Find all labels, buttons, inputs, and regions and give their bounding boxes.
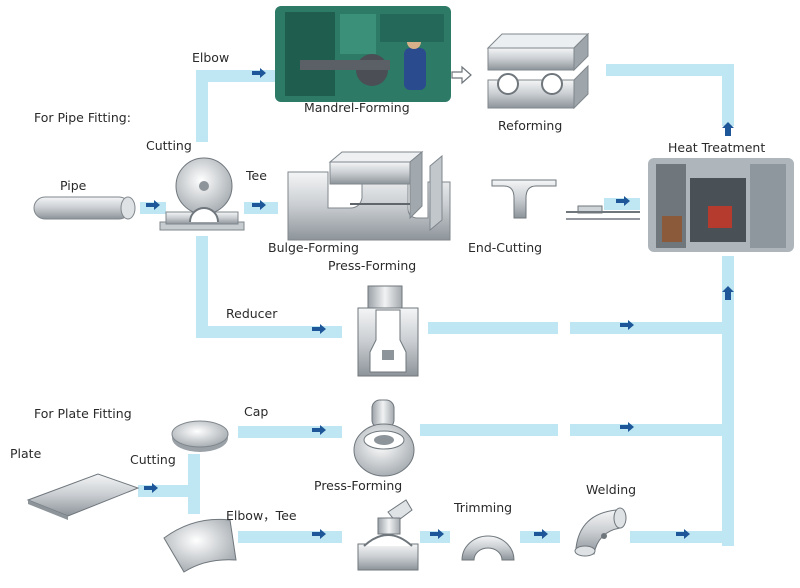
cap-disc	[171, 420, 229, 452]
pipe-fitting-heading: For Pipe Fitting:	[34, 110, 131, 125]
trimmed-elbow	[461, 535, 515, 561]
flow-arrows	[144, 65, 734, 539]
flow-line-reducer-out-a	[428, 322, 558, 334]
pipe-illustration	[33, 196, 136, 220]
arrow-up-icon	[722, 286, 734, 300]
arrow-right-icon	[312, 324, 326, 334]
plate-label: Plate	[10, 446, 42, 461]
cap-press-die	[353, 399, 415, 477]
flow-line-trim-out	[520, 531, 560, 543]
flow-line-cutting-down	[196, 236, 208, 338]
arrow-right-icon	[252, 200, 266, 210]
flow-line-cap-in	[238, 426, 342, 438]
mandrel-forming-photo	[275, 6, 451, 102]
heat-treatment-label: Heat Treatment	[668, 140, 766, 155]
heat-treatment-photo	[648, 158, 794, 252]
arrow-right-icon	[616, 196, 630, 206]
flow-line-endcut-out	[604, 198, 640, 210]
arrow-right-icon	[312, 529, 326, 539]
pipe-cutting-machine	[159, 157, 245, 231]
trimming-label: Trimming	[454, 500, 513, 515]
arrow-right-icon	[676, 529, 690, 539]
welding-label: Welding	[586, 482, 637, 497]
elbow-tee-label: Elbow，Tee	[226, 508, 297, 523]
bulge-forming-die	[287, 150, 451, 241]
flow-line-cap-out-b	[570, 424, 728, 436]
tee-label: Tee	[246, 168, 267, 183]
arrow-right-icon	[146, 200, 160, 210]
flow-line-reducer-out-b	[570, 322, 728, 334]
flow-line-cutting-up	[196, 72, 208, 142]
arrow-right-icon	[430, 529, 444, 539]
flow-line-elbow-top	[196, 70, 278, 82]
arrow-right-icon	[534, 529, 548, 539]
plate-sheet	[26, 473, 140, 520]
bulge-forming-label: Bulge-Forming	[268, 240, 359, 255]
reducer-label: Reducer	[226, 306, 278, 321]
flow-line-reforming-out	[606, 64, 728, 76]
flow-line-elbow-tee	[238, 531, 342, 543]
mandrel-forming-label: Mandrel-Forming	[304, 100, 410, 115]
flow-line-reducer-in	[196, 326, 342, 338]
arrow-right-icon	[312, 425, 326, 435]
press-forming-cap-label: Press-Forming	[314, 478, 403, 493]
reforming-label: Reforming	[498, 118, 563, 133]
flow-line-heat-drop	[722, 64, 734, 126]
plate-cut-segment	[163, 518, 237, 573]
plate-fitting-heading: For Plate Fitting	[34, 406, 132, 421]
plate-cutting-label: Cutting	[130, 452, 176, 467]
arrow-right-icon	[252, 68, 266, 78]
pipe-cutting-label: Cutting	[146, 138, 192, 153]
flow-line-main-vertical	[722, 256, 734, 546]
flow-line-plate-split	[188, 454, 200, 514]
cap-label: Cap	[244, 404, 269, 419]
flow-line-cap-out-a	[420, 424, 558, 436]
arrow-down-icon	[722, 122, 734, 136]
press-forming-reducer-label: Press-Forming	[328, 258, 417, 273]
arrow-right-icon	[144, 483, 158, 493]
arrow-right-icon	[620, 422, 634, 432]
arrow-right-icon	[620, 320, 634, 330]
welded-elbow	[574, 507, 627, 557]
flow-line-weld-out	[630, 531, 734, 543]
elbow-tee-press-die	[357, 499, 419, 571]
pipe-label: Pipe	[60, 178, 87, 193]
end-cutting-label: End-Cutting	[468, 240, 543, 255]
end-cutting-illustration	[491, 179, 640, 220]
flow-lines	[138, 64, 734, 546]
elbow-label: Elbow	[192, 50, 230, 65]
outline-arrow-icon	[451, 65, 472, 85]
reforming-die	[486, 32, 590, 110]
reducer-press-die	[357, 285, 419, 377]
